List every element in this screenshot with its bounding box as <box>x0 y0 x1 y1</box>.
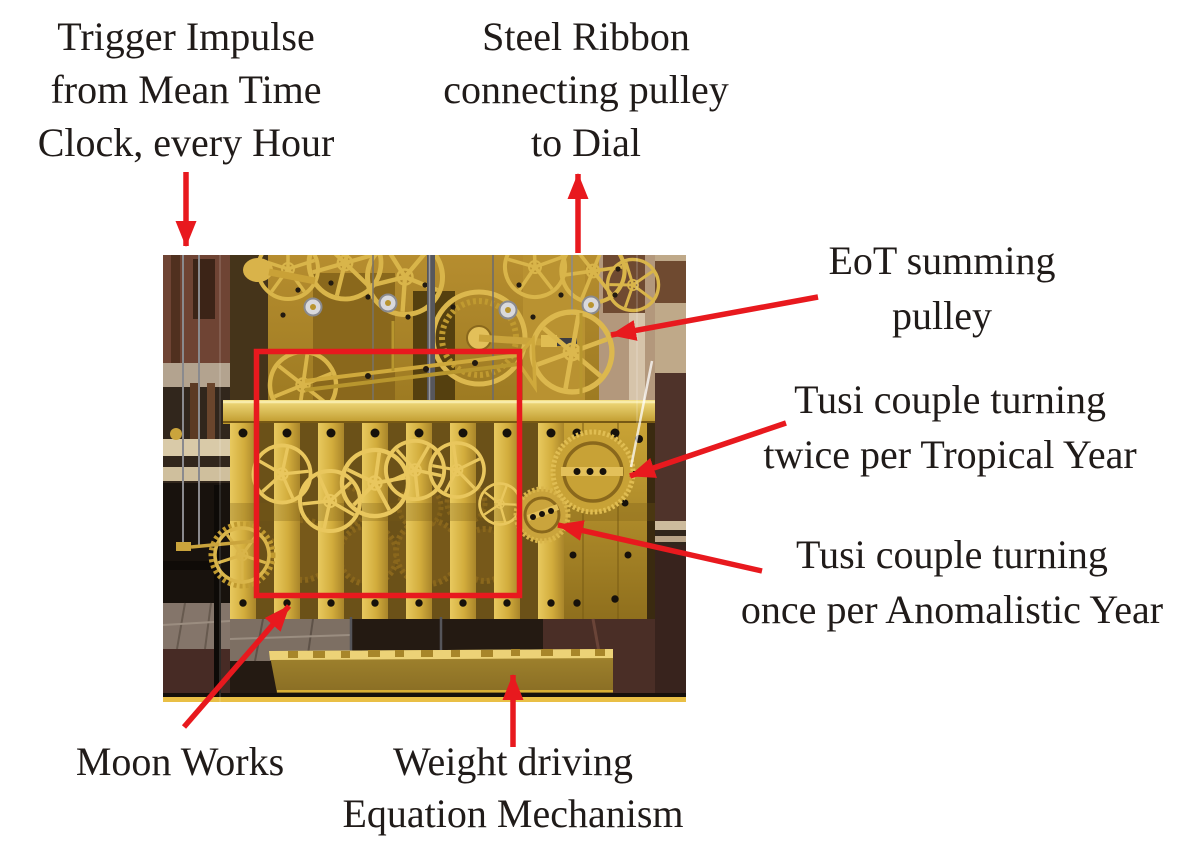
label-line: connecting pulley <box>443 67 729 112</box>
tusi-couple-small-gear <box>513 486 571 544</box>
label-line: Trigger Impulse <box>57 14 315 59</box>
label-line: EoT summing <box>828 238 1056 283</box>
label-line: Moon Works <box>75 739 285 784</box>
label-weight-equation: Weight driving Equation Mechanism <box>342 736 683 840</box>
tusi-couple-large-gear <box>550 429 636 515</box>
label-line: Clock, every Hour <box>37 120 335 165</box>
label-tusi-anomalistic: Tusi couple turning once per Anomalistic… <box>741 527 1163 637</box>
arrow-tusi-tropical <box>629 420 787 479</box>
label-line: Tusi couple turning <box>796 532 1108 577</box>
label-steel-ribbon: Steel Ribbon connecting pulley to Dial <box>443 10 728 169</box>
label-trigger-impulse: Trigger Impulse from Mean Time Clock, ev… <box>38 10 335 169</box>
winding-knob <box>243 258 273 282</box>
driving-weight-bar <box>269 649 613 693</box>
label-tusi-tropical: Tusi couple turning twice per Tropical Y… <box>763 372 1136 482</box>
label-line: Weight driving <box>392 739 634 784</box>
arrow-tusi-anomalistic <box>557 520 763 574</box>
label-moon-works: Moon Works <box>76 736 284 788</box>
mechanism-photo <box>163 255 686 702</box>
label-line: Tusi couple turning <box>794 377 1106 422</box>
label-line: from Mean Time <box>50 67 322 112</box>
label-line: Steel Ribbon <box>482 14 690 59</box>
escape-wheel <box>202 515 282 595</box>
label-line: Equation Mechanism <box>342 791 684 836</box>
arrow-moon-works <box>181 604 292 729</box>
label-line: twice per Tropical Year <box>763 432 1137 477</box>
label-eot-pulley: EoT summing pulley <box>828 233 1055 343</box>
label-line: pulley <box>892 293 992 338</box>
label-line: to Dial <box>531 120 641 165</box>
arrow-eot-pulley <box>610 294 819 341</box>
label-line: once per Anomalistic Year <box>740 587 1164 632</box>
moon-works-highlight-box <box>253 348 523 599</box>
